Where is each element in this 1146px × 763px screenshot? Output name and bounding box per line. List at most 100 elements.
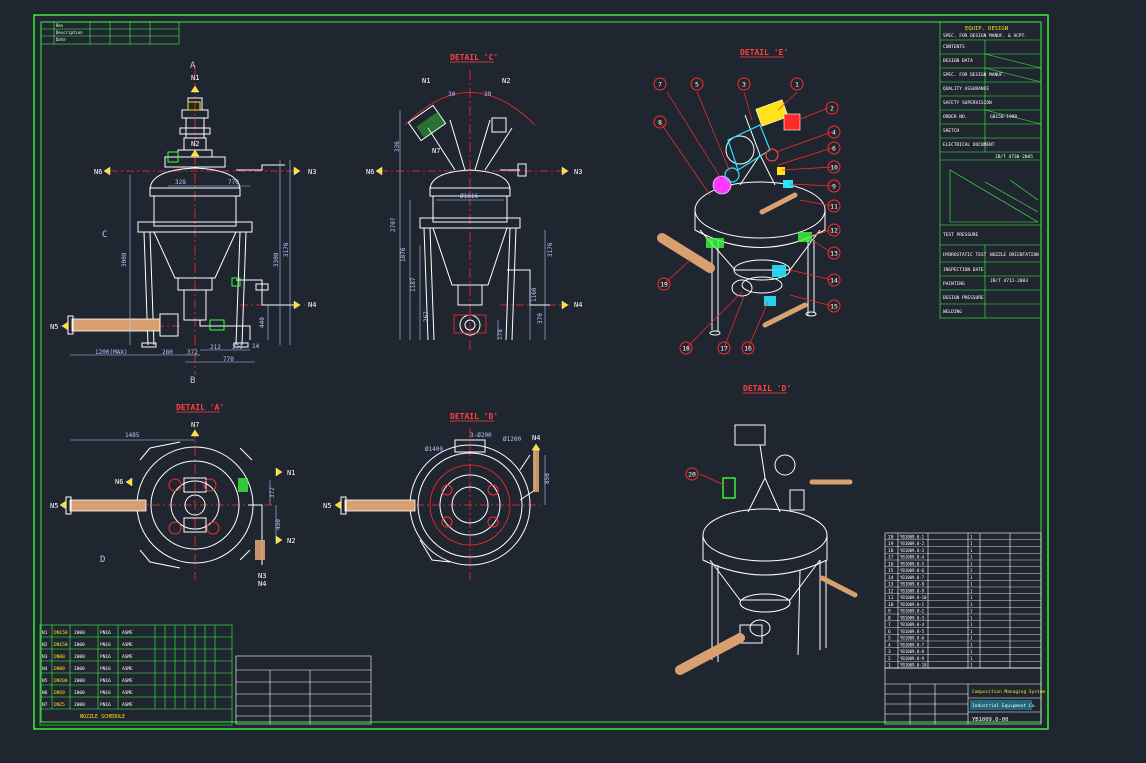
detail-d-view — [675, 424, 858, 675]
nozzle-table-cell: PN16 — [100, 702, 111, 708]
parts-row-qty: 1 — [970, 548, 973, 553]
balloon-2: 2 — [825, 101, 839, 115]
balloon-4: 4 — [827, 125, 841, 139]
nozzle-table-cell: N3 — [42, 654, 48, 660]
dimension-texts-a-b: 1485 372 450 Ø1400 3-Ø200 Ø1200 850 — [125, 432, 551, 530]
parts-row-code: YB1009.0-7 — [900, 575, 925, 580]
parts-row-qty: 1 — [970, 636, 973, 641]
parts-row-number: 16 — [888, 561, 894, 567]
dim-main-2: 3008 — [121, 252, 128, 267]
view-titles: DETAIL 'C' DETAIL 'E' DETAIL 'A' DETAIL … — [176, 48, 791, 421]
balloon-label: 11 — [830, 203, 838, 211]
dim-main-4: 3176 — [283, 242, 290, 257]
parts-row-qty: 1 — [970, 615, 973, 620]
nozzle-table-cell: 2000 — [74, 642, 85, 648]
inner-frame — [40, 21, 1042, 723]
dim-c-10: 178 — [497, 329, 504, 340]
nozzle-table-cell: N7 — [42, 702, 48, 708]
main-elevation-view — [60, 65, 305, 375]
spec-title: EQUIP. DESIGN — [965, 26, 1008, 32]
dim-main-6: 1200(MAX) — [95, 349, 128, 356]
section-mark-a: A — [190, 61, 196, 71]
balloon-15: 15 — [827, 299, 841, 313]
nozzle-table-cell: DN80 — [54, 654, 65, 660]
dim-b-3: 850 — [544, 473, 551, 484]
parts-row-code: YB1009.0-5 — [900, 629, 925, 634]
revision-table-text: Rev Description Date — [56, 23, 83, 42]
nozzle-labels: N1 N2 N6 N3 N4 N5 N1 N2 N7 N6 N3 N4 N7 N… — [50, 74, 582, 588]
balloon-label: 12 — [830, 227, 838, 235]
nozzle-table-cell: N4 — [42, 666, 48, 672]
a-n6-label: N6 — [115, 478, 123, 486]
spec-row-6: SKETCH — [943, 128, 960, 134]
dim-main-7: 280 — [162, 349, 173, 356]
dim-b-1: 3-Ø200 — [470, 432, 492, 439]
title-block-text: Composition Managing System Industrial E… — [972, 689, 1045, 723]
parts-row-code: YB1009.0-1 — [900, 602, 925, 607]
spec-subtitle: SPEC. FOR DESIGN MANUF. & ACPT. — [943, 33, 1027, 39]
parts-row-code: YB1009.0-2 — [900, 609, 925, 614]
parts-row-code: YB1009.0-7 — [900, 642, 925, 647]
main-n4-label: N4 — [308, 301, 316, 309]
nozzle-table-footer: NOZZLE SCHEDULE — [80, 714, 125, 720]
dim-main-5: 440 — [259, 317, 266, 328]
dim-c-11: 267 — [423, 311, 430, 322]
nozzle-table-cell: 2000 — [74, 630, 85, 636]
detail-b-title: DETAIL 'B' — [450, 412, 498, 421]
parts-row-qty: 1 — [970, 541, 973, 546]
nozzle-table-cell: ASME — [122, 702, 133, 708]
parts-row-code: YB1009.0-10 — [900, 595, 927, 600]
balloon-14: 14 — [827, 273, 841, 287]
revision-table — [40, 21, 180, 45]
spec-block — [939, 21, 1042, 319]
parts-row-qty: 1 — [970, 575, 973, 580]
nozzle-table-cell: DN150 — [54, 642, 68, 648]
nozzle-table-cell: N5 — [42, 678, 48, 684]
nozzle-table-cell: N6 — [42, 690, 48, 696]
balloon-label: 10 — [830, 164, 838, 172]
spec-row-4: SAFETY SUPERVISION — [943, 100, 992, 106]
dim-c-0: 30 — [448, 91, 456, 98]
balloon-label: 7 — [658, 81, 662, 89]
balloon-label: 19 — [660, 281, 668, 289]
nozzle-table-cell: ASME — [122, 642, 133, 648]
balloon-label: 6 — [832, 145, 836, 153]
parts-row-number: 20 — [888, 534, 894, 540]
parts-row-number: 2 — [888, 656, 891, 662]
dim-c-5: 1876 — [400, 247, 407, 262]
dim-c-9: 370 — [537, 313, 544, 324]
nozzle-table-cell: DN50 — [54, 690, 65, 696]
parts-row-qty: 1 — [970, 561, 973, 566]
dim-a-2: 450 — [275, 519, 282, 530]
dim-main-8: 372 — [187, 349, 198, 356]
balloon-19: 19 — [657, 277, 671, 291]
title-drawing-no: YB1009.0-00 — [972, 717, 1008, 723]
dim-a-1: 372 — [269, 487, 276, 498]
parts-row-qty: 1 — [970, 642, 973, 647]
balloon-16: 16 — [741, 341, 755, 355]
parts-row-code: YB1009.0-8 — [900, 649, 925, 654]
parts-row-number: 12 — [888, 588, 894, 594]
detail-e-title: DETAIL 'E' — [740, 48, 788, 57]
c-n4-label: N4 — [574, 301, 582, 309]
a-n7-label: N7 — [191, 421, 199, 429]
parts-row-number: 19 — [888, 541, 894, 547]
dim-main-10: 270 — [232, 344, 243, 351]
dim-main-1: 770 — [228, 179, 239, 186]
parts-row-code: YB1009.0-1 — [900, 534, 925, 539]
spec-row-16: DESIGN PRESSURE — [943, 295, 984, 301]
parts-row-number: 8 — [888, 615, 891, 621]
spec-row-17: WELDING — [943, 309, 962, 315]
detail-c-title: DETAIL 'C' — [450, 53, 498, 62]
parts-row-code: YB1009.0-9 — [900, 588, 925, 593]
balloon-label: 8 — [658, 119, 662, 127]
parts-row-qty: 1 — [970, 656, 973, 661]
nozzle-table-cell: 2000 — [74, 690, 85, 696]
rev-col-2: Date — [56, 37, 66, 42]
parts-row-code: YB1009.0-5 — [900, 561, 925, 566]
parts-row-number: 1 — [888, 663, 891, 669]
c-n1-label: N1 — [422, 77, 430, 85]
